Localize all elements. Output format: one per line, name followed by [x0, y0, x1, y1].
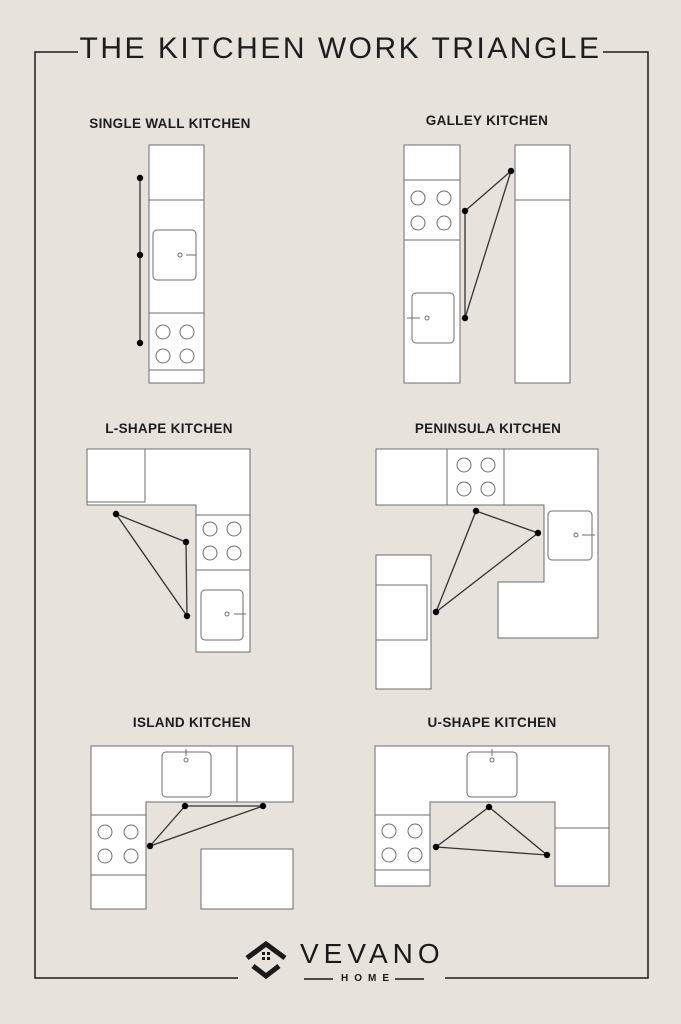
plan-detail-circle	[436, 190, 452, 206]
label-single-wall: SINGLE WALL KITCHEN	[89, 116, 251, 131]
label-l-shape: L-SHAPE KITCHEN	[105, 421, 233, 436]
plan-detail-circle	[489, 757, 495, 763]
work-triangle-point	[534, 529, 542, 537]
plan-detail-polyline	[251, 964, 281, 980]
cabinet	[374, 745, 610, 887]
work-triangle-point	[432, 843, 440, 851]
work-triangle-point	[136, 251, 144, 259]
plan-detail-circle	[456, 481, 472, 497]
plan-detail-circle	[97, 848, 113, 864]
plan-detail-rect	[267, 957, 270, 960]
triangle-line	[464, 169, 513, 319]
plan-detail-circle	[179, 348, 195, 364]
house-logo-icon	[245, 940, 287, 980]
plan-detail-circle	[224, 611, 230, 617]
work-triangle-point	[461, 207, 469, 215]
plan-detail-polyline	[245, 940, 287, 961]
plan-detail-circle	[410, 190, 426, 206]
brand-sub: HOME	[341, 973, 395, 984]
cabinet-run	[148, 144, 205, 384]
work-triangle-point	[543, 851, 551, 859]
triangle-line	[147, 805, 264, 848]
plan-detail-circle	[202, 521, 218, 537]
page-title: THE KITCHEN WORK TRIANGLE	[79, 32, 602, 65]
plan-detail-circle	[573, 532, 579, 538]
plan-detail-rect	[262, 957, 265, 960]
label-island: ISLAND KITCHEN	[132, 715, 252, 730]
galley-kitchen	[403, 144, 571, 384]
work-triangle-point	[485, 803, 493, 811]
plan-detail-circle	[381, 847, 397, 863]
stove-icon	[456, 457, 496, 497]
stove-icon	[410, 190, 452, 231]
plan-detail-circle	[177, 252, 183, 258]
single-wall-kitchen	[136, 144, 205, 384]
plan-detail-circle	[155, 348, 171, 364]
sink-icon	[200, 589, 244, 641]
stove-icon	[381, 823, 423, 863]
work-triangle-point	[146, 842, 154, 850]
work-triangle-point	[259, 802, 267, 810]
plan-detail-circle	[407, 847, 423, 863]
plan-detail-circle	[202, 545, 218, 561]
plan-detail-circle	[480, 481, 496, 497]
cabinet	[375, 448, 599, 639]
work-triangle-point	[136, 174, 144, 182]
work-triangle-point	[472, 507, 480, 515]
stove-icon	[202, 521, 242, 561]
plan-detail-rect	[375, 584, 428, 641]
work-triangle-point	[183, 612, 191, 620]
plan-detail-circle	[436, 215, 452, 231]
plan-detail-circle	[226, 521, 242, 537]
label-galley: GALLEY KITCHEN	[425, 113, 549, 128]
l-shape-kitchen	[86, 448, 251, 653]
cabinet	[86, 448, 146, 503]
u-shape-kitchen	[374, 745, 610, 887]
plan-detail-circle	[155, 324, 171, 340]
plan-detail-polyline	[445, 51, 649, 979]
dining-counter	[375, 554, 432, 690]
peninsula-kitchen	[375, 448, 599, 690]
plan-detail-rect	[267, 952, 270, 955]
island-kitchen	[90, 745, 294, 910]
work-triangle-point	[432, 608, 440, 616]
plan-detail-circle	[456, 457, 472, 473]
label-peninsula: PENINSULA KITCHEN	[414, 421, 562, 436]
plan-detail-circle	[123, 824, 139, 840]
triangle-line	[114, 512, 188, 619]
work-triangle-point	[136, 339, 144, 347]
frame	[34, 51, 649, 979]
plan-detail-circle	[123, 848, 139, 864]
cabinet	[90, 745, 294, 910]
work-triangle-point	[461, 314, 469, 322]
triangle-line	[434, 510, 540, 614]
plan-detail-polyline	[34, 51, 238, 979]
label-u-shape: U-SHAPE KITCHEN	[427, 715, 557, 730]
plan-detail-circle	[424, 315, 430, 321]
plan-detail-circle	[410, 215, 426, 231]
work-triangle-point	[182, 538, 190, 546]
plan-detail-circle	[381, 823, 397, 839]
plan-detail-circle	[97, 824, 113, 840]
cabinet	[403, 144, 461, 384]
plan-detail-circle	[179, 324, 195, 340]
work-triangle-point	[181, 802, 189, 810]
plan-detail-circle	[407, 823, 423, 839]
island-counter	[200, 848, 294, 910]
triangle-line	[434, 806, 549, 856]
plan-detail-circle	[226, 545, 242, 561]
work-triangle-point	[112, 510, 120, 518]
plan-detail-rect	[262, 952, 265, 955]
cabinet	[514, 144, 571, 384]
work-triangle-point	[507, 167, 515, 175]
stove-icon	[97, 824, 139, 864]
stove-icon	[155, 324, 195, 364]
brand-name: VEVANO	[300, 938, 445, 969]
plan-detail-circle	[183, 757, 189, 763]
plan-detail-circle	[480, 457, 496, 473]
